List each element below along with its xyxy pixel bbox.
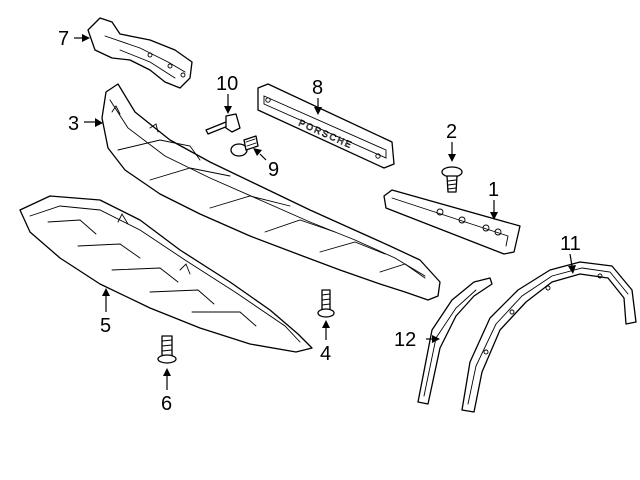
callout-1: 1 [488,179,499,201]
part-8-license-panel: PORSCHE [257,83,395,169]
part-4-screw [317,289,335,318]
callout-labels: 7 3 8 10 9 2 1 5 4 6 11 12 [58,28,581,415]
callout-leaders [74,34,576,390]
callout-8: 8 [312,77,323,99]
part-2-screw [441,166,463,193]
part-9-clip [230,135,259,157]
callout-9: 9 [268,159,279,181]
part-5-underbody-panel [19,195,313,353]
callout-3: 3 [68,113,79,135]
callout-4: 4 [320,343,331,365]
part-1-bracket-rail [383,189,521,255]
part-10-push-pin [205,113,241,135]
callout-6: 6 [161,393,172,415]
part-7-bracket [87,17,193,89]
part-3-spoiler [101,83,441,301]
callout-10: 10 [216,73,238,95]
part-11-wheel-arch [461,261,637,413]
callout-2: 2 [446,121,457,143]
callout-11: 11 [560,233,581,255]
part-6-screw [157,335,177,364]
callout-5: 5 [100,315,111,337]
callout-7: 7 [58,28,69,50]
callout-12: 12 [394,329,416,351]
